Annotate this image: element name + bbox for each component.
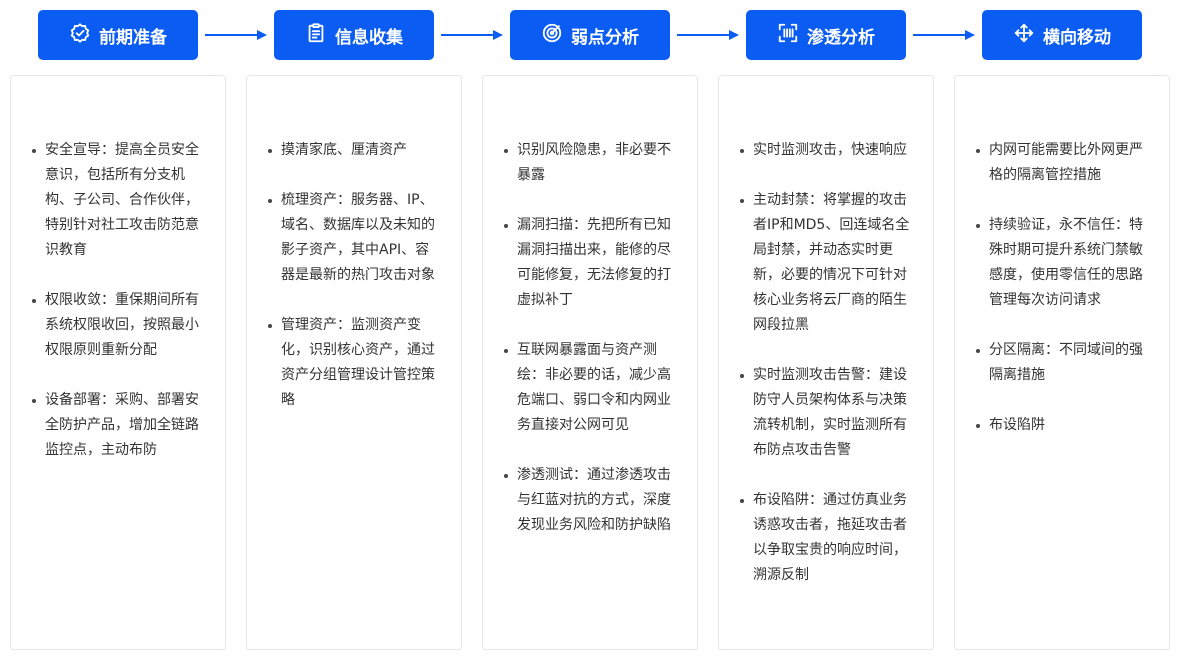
stage-item-list: 实时监测攻击，快速响应 主动封禁：将掌握的攻击者IP和MD5、回连域名全局封禁，…: [719, 76, 933, 588]
list-item: 设备部署：采购、部署安全防护产品，增加全链路监控点，主动布防: [32, 388, 207, 463]
stage-card-info-collection: 摸清家底、厘清资产 梳理资产：服务器、IP、域名、数据库以及未知的影子资产，其中…: [246, 75, 462, 650]
flow-arrow: [205, 30, 267, 40]
stage-title: 渗透分析: [807, 27, 875, 48]
stage-card-penetration-analysis: 实时监测攻击，快速响应 主动封禁：将掌握的攻击者IP和MD5、回连域名全局封禁，…: [718, 75, 934, 650]
stage-item-list: 安全宣导：提高全员安全意识，包括所有分支机构、子公司、合作伙伴，特别针对社工攻击…: [11, 76, 225, 463]
target-icon: [541, 22, 563, 49]
list-item: 主动封禁：将掌握的攻击者IP和MD5、回连域名全局封禁，并动态实时更新，必要的情…: [740, 188, 915, 338]
list-item: 渗透测试：通过渗透攻击与红蓝对抗的方式，深度发现业务风险和防护缺陷: [504, 463, 679, 538]
flow-arrow: [913, 30, 975, 40]
flow-arrow: [677, 30, 739, 40]
stage-item-list: 摸清家底、厘清资产 梳理资产：服务器、IP、域名、数据库以及未知的影子资产，其中…: [247, 76, 461, 413]
scan-icon: [777, 22, 799, 49]
list-item: 布设陷阱：通过仿真业务诱惑攻击者，拖延攻击者以争取宝贵的响应时间，溯源反制: [740, 488, 915, 588]
list-item: 实时监测攻击告警：建设防守人员架构体系与决策流转机制，实时监测所有布防点攻击告警: [740, 363, 915, 463]
list-item: 梳理资产：服务器、IP、域名、数据库以及未知的影子资产，其中API、容器是最新的…: [268, 188, 443, 288]
list-item: 摸清家底、厘清资产: [268, 138, 443, 163]
stage-button-lateral-movement[interactable]: 横向移动: [982, 10, 1142, 60]
badge-check-icon: [69, 22, 91, 49]
stage-title: 信息收集: [335, 27, 403, 48]
stage-card-lateral-movement: 内网可能需要比外网更严格的隔离管控措施 持续验证，永不信任：特殊时期可提升系统门…: [954, 75, 1170, 650]
list-item: 互联网暴露面与资产测绘：非必要的话，减少高危端口、弱口令和内网业务直接对公网可见: [504, 338, 679, 438]
stage-title: 前期准备: [99, 27, 167, 48]
stage-title: 弱点分析: [571, 27, 639, 48]
list-item: 持续验证，永不信任：特殊时期可提升系统门禁敏感度，使用零信任的思路管理每次访问请…: [976, 213, 1151, 313]
list-item: 布设陷阱: [976, 413, 1151, 438]
list-item: 权限收敛：重保期间所有系统权限收回，按照最小权限原则重新分配: [32, 288, 207, 363]
flow-arrow: [441, 30, 503, 40]
stage-item-list: 内网可能需要比外网更严格的隔离管控措施 持续验证，永不信任：特殊时期可提升系统门…: [955, 76, 1169, 438]
list-item: 漏洞扫描：先把所有已知漏洞扫描出来，能修的尽可能修复，无法修复的打虚拟补丁: [504, 213, 679, 313]
clipboard-icon: [305, 22, 327, 49]
stage-item-list: 识别风险隐患，非必要不暴露 漏洞扫描：先把所有已知漏洞扫描出来，能修的尽可能修复…: [483, 76, 697, 538]
stage-card-preparation: 安全宣导：提高全员安全意识，包括所有分支机构、子公司、合作伙伴，特别针对社工攻击…: [10, 75, 226, 650]
list-item: 实时监测攻击，快速响应: [740, 138, 915, 163]
list-item: 分区隔离：不同域间的强隔离措施: [976, 338, 1151, 388]
stage-button-weakness-analysis[interactable]: 弱点分析: [510, 10, 670, 60]
move-arrows-icon: [1013, 22, 1035, 49]
stage-button-preparation[interactable]: 前期准备: [38, 10, 198, 60]
list-item: 内网可能需要比外网更严格的隔离管控措施: [976, 138, 1151, 188]
stage-button-penetration-analysis[interactable]: 渗透分析: [746, 10, 906, 60]
stage-title: 横向移动: [1043, 27, 1111, 48]
list-item: 管理资产：监测资产变化，识别核心资产，通过资产分组管理设计管控策略: [268, 313, 443, 413]
stage-card-weakness-analysis: 识别风险隐患，非必要不暴露 漏洞扫描：先把所有已知漏洞扫描出来，能修的尽可能修复…: [482, 75, 698, 650]
list-item: 识别风险隐患，非必要不暴露: [504, 138, 679, 188]
stage-button-info-collection[interactable]: 信息收集: [274, 10, 434, 60]
list-item: 安全宣导：提高全员安全意识，包括所有分支机构、子公司、合作伙伴，特别针对社工攻击…: [32, 138, 207, 263]
